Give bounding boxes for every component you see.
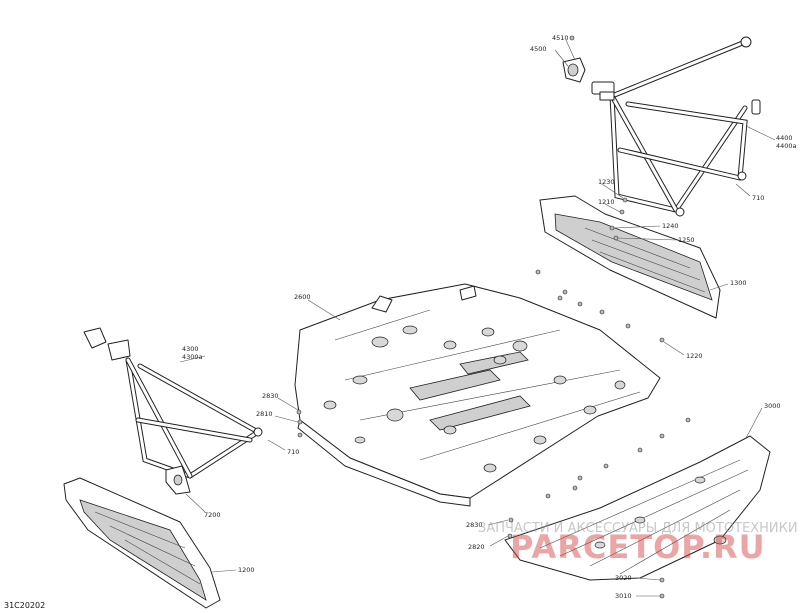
fastener-1210 bbox=[619, 209, 625, 215]
fastener-1240 bbox=[609, 225, 615, 231]
callout-4510: 4510 bbox=[552, 34, 569, 42]
fastener-set-1220 bbox=[297, 269, 691, 499]
fastener-2830-left bbox=[296, 409, 302, 415]
bracket-7200 bbox=[165, 465, 191, 495]
fastener-1250 bbox=[613, 235, 619, 241]
callout-4400a: 4400a bbox=[776, 142, 797, 150]
front-skid-plate bbox=[504, 435, 771, 581]
callout-3010: 3010 bbox=[615, 592, 632, 600]
callout-3020: 3020 bbox=[615, 574, 632, 582]
fastener-2810 bbox=[297, 419, 303, 425]
fastener-4510 bbox=[569, 35, 575, 41]
callout-710-top: 710 bbox=[752, 194, 764, 202]
callout-1250: 1250 bbox=[678, 236, 695, 244]
callout-1230: 1230 bbox=[598, 178, 615, 186]
left-side-frame bbox=[83, 327, 263, 479]
callout-2820: 2820 bbox=[468, 543, 485, 551]
callout-2830-left: 2830 bbox=[262, 392, 279, 400]
callout-2810: 2810 bbox=[256, 410, 273, 418]
fastener-2830-bottom bbox=[508, 517, 514, 523]
right-side-panel bbox=[539, 195, 721, 319]
central-skid-plate bbox=[294, 283, 661, 507]
leader-lines bbox=[179, 39, 776, 597]
callout-4500: 4500 bbox=[530, 45, 547, 53]
callout-3000: 3000 bbox=[764, 402, 781, 410]
callout-7200: 7200 bbox=[204, 511, 221, 519]
left-side-panel bbox=[63, 477, 221, 609]
fastener-3010 bbox=[659, 593, 665, 599]
watermark-tagline: ЗАПЧАСТИ И АКСЕССУАРЫ ДЛЯ МОТОТЕХНИКИ bbox=[478, 521, 798, 536]
callout-1300: 1300 bbox=[730, 279, 747, 287]
callout-2600: 2600 bbox=[294, 293, 311, 301]
callout-1240: 1240 bbox=[662, 222, 679, 230]
callout-710-left: 710 bbox=[287, 448, 299, 456]
bracket-4500 bbox=[562, 57, 586, 83]
callout-1220: 1220 bbox=[686, 352, 703, 360]
watermark-logo: PARCETOP.RU bbox=[510, 528, 766, 566]
right-side-frame bbox=[591, 36, 761, 217]
callout-1210: 1210 bbox=[598, 198, 615, 206]
callout-4300: 4300 bbox=[182, 345, 199, 353]
diagram-code: 31C20202 bbox=[4, 601, 45, 610]
fastener-1230 bbox=[622, 197, 628, 203]
callout-4300a: 4300a bbox=[182, 353, 203, 361]
callout-1200: 1200 bbox=[238, 566, 255, 574]
callout-4400: 4400 bbox=[776, 134, 793, 142]
fastener-3020 bbox=[659, 577, 665, 583]
callout-2830-bottom: 2830 bbox=[466, 521, 483, 529]
